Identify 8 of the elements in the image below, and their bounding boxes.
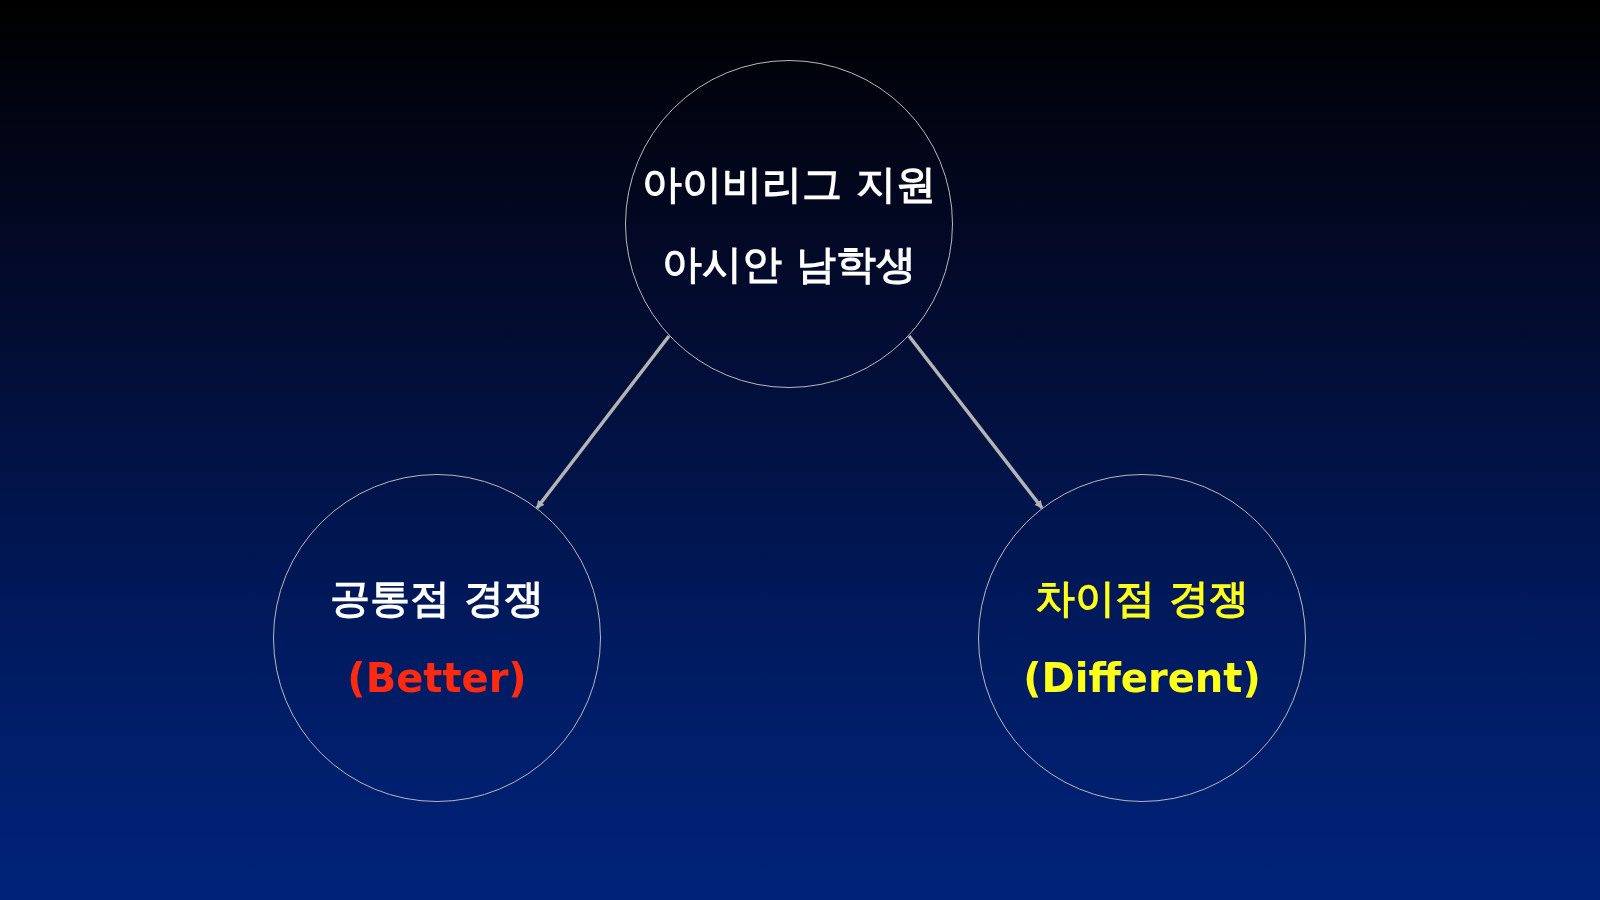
circle-label: (Different) bbox=[1023, 655, 1261, 701]
circle-label: 공통점 경쟁 bbox=[330, 574, 544, 623]
arrow bbox=[907, 334, 1044, 510]
circle-label: 차이점 경쟁 bbox=[1035, 574, 1249, 623]
circle-label: 아시안 남학생 bbox=[662, 240, 916, 289]
circle-label: 아이비리그 지원 bbox=[642, 160, 936, 209]
arrow bbox=[535, 334, 671, 510]
circle-label: (Better) bbox=[347, 655, 527, 701]
